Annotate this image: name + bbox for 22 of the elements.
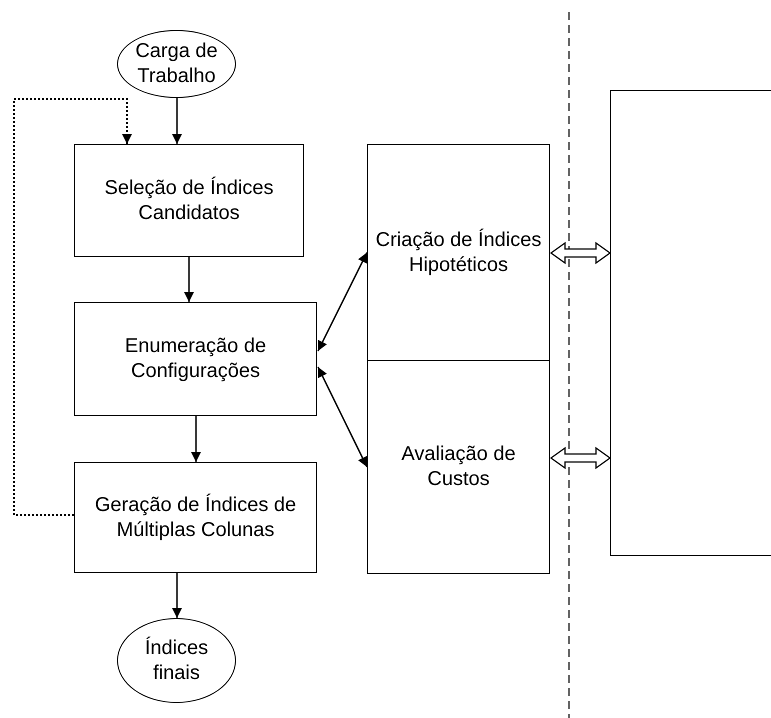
system-box [610, 90, 771, 556]
node-label: Avaliação de Custos [400, 442, 517, 492]
double-block-arrow [550, 242, 612, 264]
process-box [74, 144, 304, 257]
arrow [184, 257, 194, 302]
arrow [172, 98, 182, 144]
double-block-arrow [550, 446, 612, 470]
arrow [317, 366, 368, 468]
process-box [74, 302, 317, 416]
node-label: Enumeração de Configurações [124, 334, 268, 384]
node-label: Geração de Índices de Múltiplas Colunas [94, 492, 298, 542]
arrow [13, 98, 132, 516]
process-box [74, 462, 317, 573]
arrow [191, 416, 201, 462]
node-label: Seleção de Índices Candidatos [103, 176, 274, 226]
node-label: Índices finais [144, 636, 210, 686]
node-label: Criação de Índices Hipotéticos [374, 228, 542, 278]
arrow [317, 252, 368, 352]
process-box [367, 360, 550, 574]
arrow [172, 573, 182, 618]
node-label: Carga de Trabalho [134, 39, 219, 89]
process-box [367, 144, 550, 361]
